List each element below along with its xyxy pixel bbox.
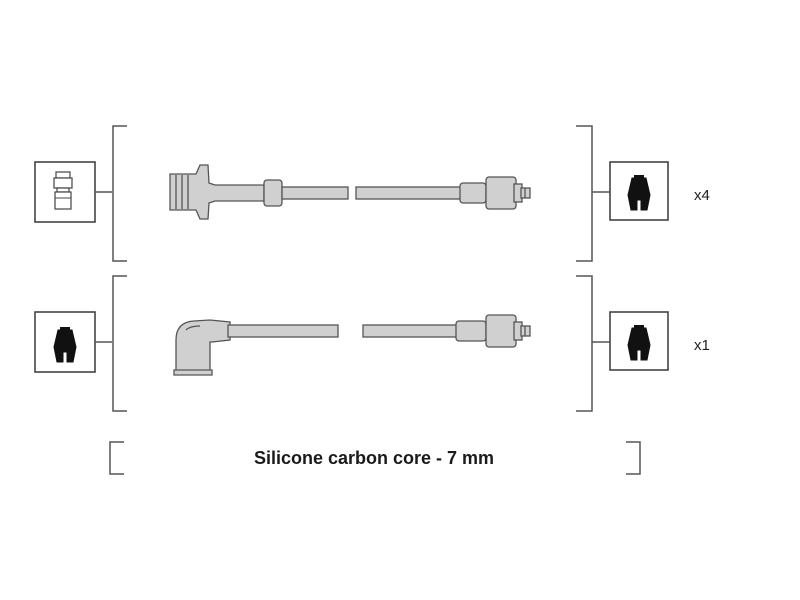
- spark-plug-connector-icon: [609, 161, 669, 221]
- caption-left-bracket: [109, 441, 124, 475]
- caption-right-bracket: [626, 441, 641, 475]
- cable-row-2: x1: [34, 275, 710, 412]
- cable-spec-caption: Silicone carbon core - 7 mm: [254, 448, 494, 468]
- spark-plug-connector-icon: [609, 311, 669, 371]
- cable-row-1: x4: [34, 125, 710, 262]
- left-bracket-row-1: [112, 125, 127, 262]
- caption-bracket: Silicone carbon core - 7 mm: [109, 441, 641, 475]
- spark-plug-connector-icon: [34, 311, 96, 373]
- spark-plug-cable-angled-boot: [173, 314, 531, 376]
- quantity-label: x4: [694, 187, 710, 204]
- distributor-connector-icon: [34, 161, 96, 223]
- spark-plug-cable-straight-boot: [169, 164, 531, 220]
- right-bracket-row-1: [576, 125, 593, 262]
- left-bracket-row-2: [112, 275, 127, 412]
- quantity-label: x1: [694, 337, 710, 354]
- right-bracket-row-2: [576, 275, 593, 412]
